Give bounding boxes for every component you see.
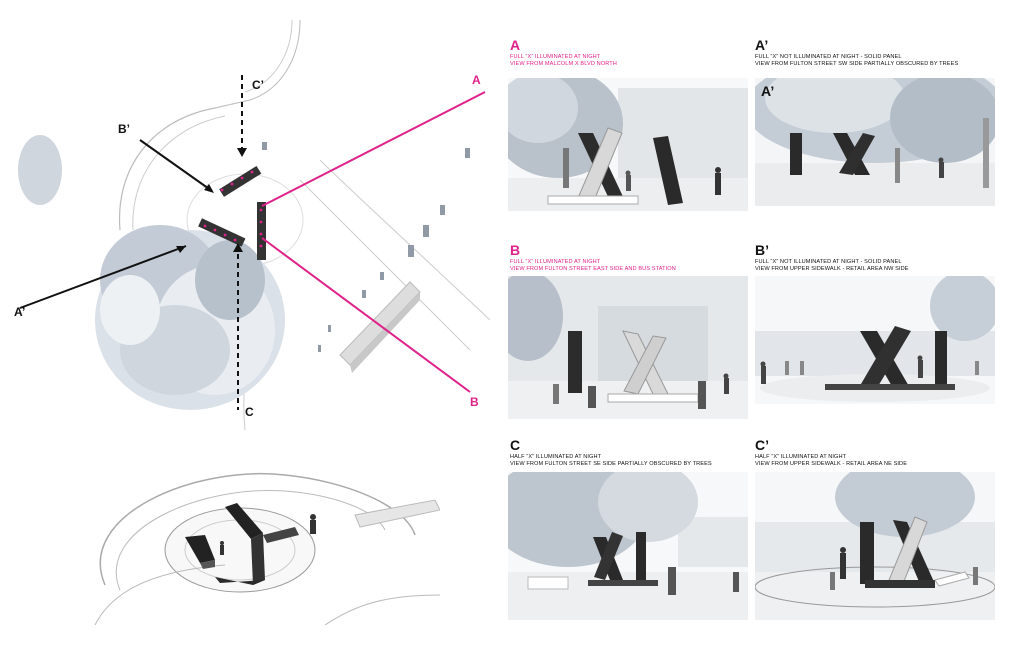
plan-label-c: C [245, 405, 254, 419]
view-c-heading: C HALF “X” ILLUMINATED AT NIGHT VIEW FRO… [510, 438, 750, 468]
view-b-heading: B FULL “X” ILLUMINATED AT NIGHT VIEW FRO… [510, 243, 750, 273]
view-a-line2: VIEW FROM MALCOLM X BLVD NORTH [510, 61, 617, 67]
view-b-render [508, 276, 748, 419]
view-a-prime-line2: VIEW FROM FULTON STREET SW SIDE PARTIALL… [755, 61, 959, 67]
view-c-prime-letter: C’ [755, 437, 769, 453]
plan-label-c-prime: C’ [252, 78, 264, 92]
site-plan-drawing [18, 19, 491, 431]
axonometric-view [55, 455, 441, 626]
plan-label-b-prime: B’ [118, 122, 130, 136]
plan-label-a-prime: A’ [14, 305, 26, 319]
view-c-prime-render [755, 472, 995, 620]
view-c-line1: HALF “X” ILLUMINATED AT NIGHT [510, 454, 602, 460]
view-b-line2: VIEW FROM FULTON STREET EAST SIDE AND BU… [510, 266, 676, 272]
view-c-prime-line2: VIEW FROM UPPER SIDEWALK - RETAIL AREA N… [755, 461, 908, 467]
view-b-prime-line2: VIEW FROM UPPER SIDEWALK - RETAIL AREA N… [755, 266, 909, 272]
sculpture-axon [185, 503, 299, 585]
view-a-prime-inset-label: A’ [761, 83, 775, 99]
view-c-prime-line1: HALF “X” ILLUMINATED AT NIGHT [755, 454, 847, 460]
view-c-letter: C [510, 437, 521, 453]
view-b-prime-render [755, 276, 995, 404]
view-c-line2: VIEW FROM FULTON STREET SE SIDE PARTIALL… [510, 461, 712, 467]
view-a-letter: A [510, 37, 521, 53]
view-a-prime-line1: FULL “X” NOT ILLUMINATED AT NIGHT - SOLI… [755, 54, 902, 60]
view-b-prime-heading: B’ FULL “X” NOT ILLUMINATED AT NIGHT - S… [755, 243, 1015, 273]
view-a-prime-letter: A’ [755, 37, 769, 53]
axonometric-drawing [94, 473, 441, 626]
view-a-prime-heading: A’ FULL “X” NOT ILLUMINATED AT NIGHT - S… [755, 38, 1015, 68]
site-plan: A’ B’ C C’ A B [0, 19, 500, 431]
view-a-render [508, 78, 748, 211]
plan-label-a: A [472, 73, 481, 87]
view-c-render [508, 472, 748, 620]
view-lines [19, 75, 486, 410]
tree-canopy [95, 225, 285, 410]
view-a-prime-render: A’ [755, 78, 995, 206]
view-b-line1: FULL “X” ILLUMINATED AT NIGHT [510, 259, 601, 265]
view-c-prime-heading: C’ HALF “X” ILLUMINATED AT NIGHT VIEW FR… [755, 438, 1015, 468]
view-a-line1: FULL “X” ILLUMINATED AT NIGHT [510, 54, 601, 60]
view-b-prime-letter: B’ [755, 242, 769, 258]
view-a-heading: A FULL “X” ILLUMINATED AT NIGHT VIEW FRO… [510, 38, 750, 68]
sculpture-plan [198, 165, 266, 260]
view-b-letter: B [510, 242, 521, 258]
bus-shelter [339, 281, 421, 373]
view-b-prime-line1: FULL “X” NOT ILLUMINATED AT NIGHT - SOLI… [755, 259, 902, 265]
plan-label-b: B [470, 395, 479, 409]
